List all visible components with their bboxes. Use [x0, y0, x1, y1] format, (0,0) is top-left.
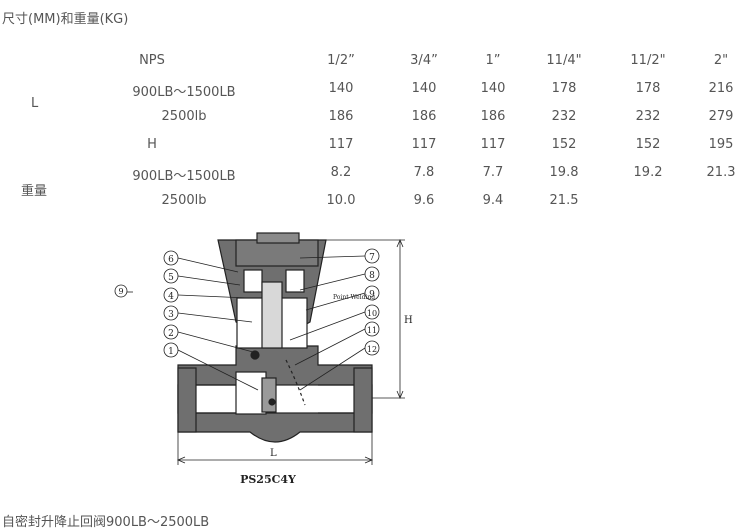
table-cell: 216: [708, 81, 734, 96]
table-cell: 186: [480, 109, 506, 124]
row-label-height: H: [147, 137, 157, 152]
table-cell: 7.8: [413, 165, 435, 180]
group-label-weight: 重量: [21, 184, 48, 199]
table-cell: 279: [708, 109, 734, 124]
callout-number: 3: [168, 310, 174, 320]
callout-number: 5: [168, 273, 174, 283]
page-title: 尺寸(MM)和重量(KG): [2, 12, 129, 27]
callout-number: 11: [367, 326, 377, 335]
table-cell: 19.2: [633, 165, 663, 180]
row-label-nps: NPS: [139, 53, 165, 68]
table-cell: 8.2: [330, 165, 352, 180]
dimension-h-label: H: [404, 315, 413, 326]
size-header: 11/2": [630, 53, 666, 68]
size-header: 3/4”: [410, 53, 438, 68]
table-cell: 117: [328, 137, 354, 152]
row-label-class: 2500lb: [161, 109, 207, 124]
size-header: 2": [713, 53, 729, 68]
table-cell: 186: [411, 109, 437, 124]
size-header: 1”: [485, 53, 501, 68]
table-cell: 152: [551, 137, 577, 152]
callouts-left: [163, 250, 259, 391]
callout-number: 10: [367, 309, 377, 318]
row-label-class: 900LB～1500LB: [132, 85, 236, 100]
table-cell: 232: [635, 109, 661, 124]
callout-number: 6: [168, 255, 174, 265]
table-cell: 9.4: [482, 193, 504, 208]
dimension-l-label: L: [270, 448, 277, 459]
table-cell: 140: [411, 81, 437, 96]
point-welding-label: Point Welding: [333, 294, 375, 301]
table-cell: 186: [328, 109, 354, 124]
table-cell: 232: [551, 109, 577, 124]
table-cell: 178: [635, 81, 661, 96]
table-cell: 7.7: [482, 165, 504, 180]
size-header: 1/2”: [327, 53, 355, 68]
dimension-h: [320, 238, 405, 400]
size-header: 11/4": [546, 53, 582, 68]
table-cell: 195: [708, 137, 734, 152]
callouts-right: [289, 248, 380, 391]
callout-number: 12: [367, 345, 377, 354]
callout-number: 8: [369, 271, 375, 281]
callout-number: 9: [118, 287, 123, 296]
valve-diagram: H L PS25C4Y Point Welding 9 6 5 4 3 2 1: [114, 232, 413, 486]
table-cell: 140: [328, 81, 354, 96]
table-cell: 21.5: [549, 193, 579, 208]
dimension-l: [176, 432, 374, 465]
table-cell: 152: [635, 137, 661, 152]
callout-outside: 9: [114, 284, 133, 298]
table-cell: 9.6: [413, 193, 435, 208]
callout-number: 4: [168, 292, 174, 302]
table-cell: 10.0: [326, 193, 356, 208]
table-cell: 117: [411, 137, 437, 152]
table-cell: 117: [480, 137, 506, 152]
table-cell: 21.3: [706, 165, 736, 180]
product-caption: 自密封升降止回阀900LB～2500LB: [2, 515, 210, 530]
callout-number: 9: [369, 290, 375, 300]
model-label: PS25C4Y: [240, 473, 296, 486]
table-cell: 19.8: [549, 165, 579, 180]
row-label-class: 2500lb: [161, 193, 207, 208]
valve-body: [177, 232, 373, 443]
callout-number: 2: [168, 329, 174, 339]
table-cell: 178: [551, 81, 577, 96]
group-label-length: L: [31, 96, 39, 111]
table-cell: 140: [480, 81, 506, 96]
callout-number: 1: [168, 347, 174, 357]
callout-number: 7: [369, 253, 375, 263]
row-label-class: 900LB～1500LB: [132, 169, 236, 184]
